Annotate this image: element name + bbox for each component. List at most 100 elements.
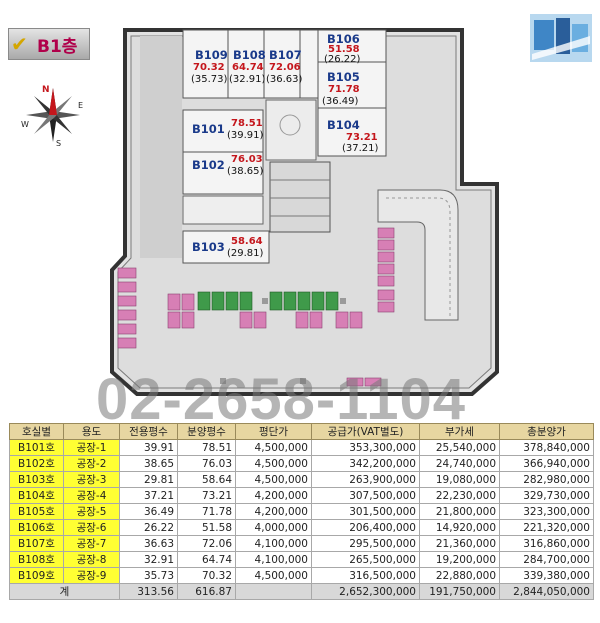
total-price-cell: 323,300,000	[499, 503, 594, 520]
supply-price-cell: 263,900,000	[311, 471, 420, 488]
unit-id: B102	[192, 158, 225, 172]
sale-area-cell: 76.03	[177, 455, 236, 472]
compass-s: S	[56, 139, 61, 148]
table-row: B105호 공장-5 36.49 71.78 4,200,000 301,500…	[9, 503, 594, 520]
vat-cell: 14,920,000	[419, 519, 500, 536]
use-cell: 공장-1	[63, 439, 120, 456]
unit-cell: B105호	[9, 503, 64, 520]
table-header-row: 호실별 용도 전용평수 분양평수 평단가 공급가(VAT별도) 부가세 총분양가	[9, 423, 594, 440]
column-header: 전용평수	[119, 423, 178, 440]
use-cell: 공장-6	[63, 519, 120, 536]
table-row: B103호 공장-3 29.81 58.64 4,500,000 263,900…	[9, 471, 594, 488]
unit-price-cell: 4,100,000	[235, 535, 312, 552]
total-label: 계	[9, 583, 120, 600]
unit-id: B105	[327, 70, 360, 84]
column-header: 공급가(VAT별도)	[311, 423, 420, 440]
total-price-cell: 329,730,000	[499, 487, 594, 504]
column-header: 호실별	[9, 423, 64, 440]
unit-price-cell: 4,500,000	[235, 455, 312, 472]
total-price-cell: 282,980,000	[499, 471, 594, 488]
total-supply-price: 2,652,300,000	[311, 583, 420, 600]
exclusive-area-cell: 36.49	[119, 503, 178, 520]
unit-cell: B109호	[9, 567, 64, 584]
unit-cell: B107호	[9, 535, 64, 552]
unit-area: 51.58	[328, 44, 360, 55]
supply-price-cell: 206,400,000	[311, 519, 420, 536]
supply-price-cell: 307,500,000	[311, 487, 420, 504]
sale-area-cell: 72.06	[177, 535, 236, 552]
vat-cell: 22,880,000	[419, 567, 500, 584]
use-cell: 공장-4	[63, 487, 120, 504]
unit-sub: (32.91)	[229, 74, 266, 85]
vat-cell: 25,540,000	[419, 439, 500, 456]
unit-cell: B101호	[9, 439, 64, 456]
table-row: B109호 공장-9 35.73 70.32 4,500,000 316,500…	[9, 567, 594, 584]
floor-plan-drawing	[110, 28, 499, 396]
unit-price-cell: 4,500,000	[235, 471, 312, 488]
sale-area-cell: 78.51	[177, 439, 236, 456]
table-row: B104호 공장-4 37.21 73.21 4,200,000 307,500…	[9, 487, 594, 504]
unit-cell: B106호	[9, 519, 64, 536]
use-cell: 공장-9	[63, 567, 120, 584]
unit-id: B108	[233, 48, 266, 62]
table-row: B101호 공장-1 39.91 78.51 4,500,000 353,300…	[9, 439, 594, 456]
supply-price-cell: 301,500,000	[311, 503, 420, 520]
floor-label: B1층	[37, 37, 78, 57]
unit-cell: B108호	[9, 551, 64, 568]
vat-cell: 21,800,000	[419, 503, 500, 520]
vat-cell: 21,360,000	[419, 535, 500, 552]
unit-sub: (29.81)	[227, 248, 264, 259]
total-price-cell: 378,840,000	[499, 439, 594, 456]
table-row: B102호 공장-2 38.65 76.03 4,500,000 342,200…	[9, 455, 594, 472]
unit-price-cell: 4,200,000	[235, 487, 312, 504]
use-cell: 공장-8	[63, 551, 120, 568]
pricing-table: 호실별 용도 전용평수 분양평수 평단가 공급가(VAT별도) 부가세 총분양가…	[9, 423, 594, 600]
unit-area: 70.32	[193, 62, 225, 73]
column-header: 총분양가	[499, 423, 594, 440]
compass-n: N	[42, 85, 50, 95]
unit-id: B106	[327, 32, 360, 46]
total-row: 계 313.56 616.87 2,652,300,000 191,750,00…	[9, 583, 594, 600]
unit-area: 64.74	[232, 62, 264, 73]
sale-area-cell: 73.21	[177, 487, 236, 504]
use-cell: 공장-3	[63, 471, 120, 488]
exclusive-area-cell: 32.91	[119, 551, 178, 568]
unit-sub: (35.73)	[191, 74, 228, 85]
unit-price-cell: 4,100,000	[235, 551, 312, 568]
floor-plan: ✔ B1층 N W E S B109 70.32 (35.73) B108 64…	[8, 14, 592, 396]
vat-cell: 22,230,000	[419, 487, 500, 504]
supply-price-cell: 295,500,000	[311, 535, 420, 552]
sale-area-cell: 58.64	[177, 471, 236, 488]
check-icon: ✔	[11, 32, 28, 56]
phone-watermark: 02-2658-1104	[96, 367, 466, 432]
sale-area-cell: 71.78	[177, 503, 236, 520]
total-vat: 191,750,000	[419, 583, 500, 600]
unit-sub: (39.91)	[227, 130, 264, 141]
exclusive-area-cell: 39.91	[119, 439, 178, 456]
unit-area: 73.21	[346, 132, 378, 143]
total-exclusive-area: 313.56	[119, 583, 178, 600]
unit-area: 72.06	[269, 62, 301, 73]
total-unit-price	[235, 583, 312, 600]
total-price-cell: 366,940,000	[499, 455, 594, 472]
unit-cell: B104호	[9, 487, 64, 504]
column-header: 평단가	[235, 423, 312, 440]
exclusive-area-cell: 35.73	[119, 567, 178, 584]
vat-cell: 19,200,000	[419, 551, 500, 568]
table-row: B106호 공장-6 26.22 51.58 4,000,000 206,400…	[9, 519, 594, 536]
floor-badge: ✔ B1층	[8, 28, 90, 60]
total-price: 2,844,050,000	[499, 583, 594, 600]
sale-area-cell: 70.32	[177, 567, 236, 584]
exclusive-area-cell: 29.81	[119, 471, 178, 488]
unit-area: 71.78	[328, 84, 360, 95]
column-header: 용도	[63, 423, 120, 440]
unit-area: 78.51	[231, 118, 263, 129]
exclusive-area-cell: 38.65	[119, 455, 178, 472]
unit-id: B107	[269, 48, 302, 62]
vat-cell: 19,080,000	[419, 471, 500, 488]
total-price-cell: 339,380,000	[499, 567, 594, 584]
unit-id: B104	[327, 118, 360, 132]
unit-area: 58.64	[231, 236, 263, 247]
unit-id: B103	[192, 240, 225, 254]
unit-cell: B103호	[9, 471, 64, 488]
